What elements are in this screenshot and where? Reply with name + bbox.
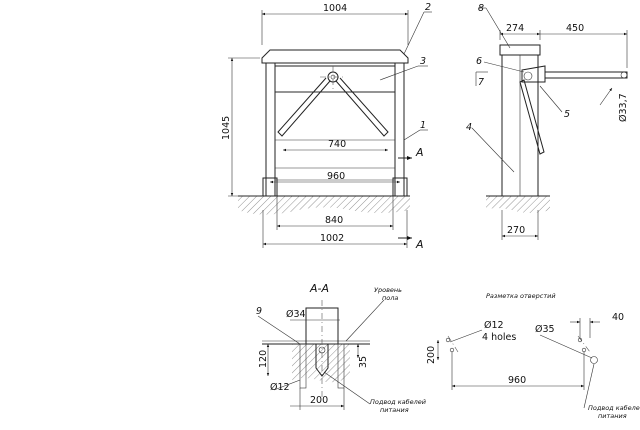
dim-40: 40 — [612, 312, 624, 323]
section-ground-hatch — [292, 344, 350, 383]
callout-3: 3 — [420, 56, 426, 67]
side-ground-hatch — [486, 196, 550, 213]
dim-dia-33-7: Ø33,7 — [618, 93, 629, 122]
dim-1002: 1002 — [320, 233, 344, 244]
dim-d12-section: Ø12 — [270, 382, 290, 393]
dim-4-holes: 4 holes — [482, 332, 516, 343]
dim-270: 270 — [507, 225, 525, 236]
dim-1004: 1004 — [323, 3, 347, 14]
dim-274: 274 — [506, 23, 524, 34]
left-post — [265, 62, 276, 197]
right-post — [394, 62, 405, 197]
callout-9: 9 — [256, 306, 262, 317]
dim-450: 450 — [566, 23, 584, 34]
section-mark-bottom: A — [415, 238, 424, 251]
callout-4: 4 — [466, 122, 472, 133]
callout-7: 7 — [478, 77, 484, 88]
section-aa: A-A 9 Ø34 120 Ø12 35 200 — [256, 282, 426, 414]
side-arm-down — [519, 79, 545, 155]
dim-200-layout: 200 — [426, 346, 437, 364]
dim-960: 960 — [327, 171, 345, 182]
front-ground-hatch — [238, 196, 410, 215]
callout-6: 6 — [476, 56, 482, 67]
note-floor-level-1: Уровень — [374, 286, 402, 294]
top-cover — [261, 49, 409, 64]
tripod-arm-left — [277, 77, 331, 137]
hole-layout: Разметка отверстий Ø12 4 holes Ø35 200 9… — [426, 292, 640, 420]
callout-1: 1 — [420, 120, 426, 131]
note-cable-section-1: Подвод кабелей — [370, 398, 426, 406]
dim-120: 120 — [258, 350, 269, 368]
section-aa-title: A-A — [309, 282, 329, 295]
dim-d34: Ø34 — [286, 309, 306, 320]
callout-5: 5 — [564, 109, 570, 120]
dim-d35: Ø35 — [535, 324, 555, 335]
callout-2: 2 — [425, 2, 431, 13]
front-view: 1004 1045 740 960 840 1002 2 3 1 — [221, 2, 432, 251]
note-cable-layout-2: питания — [598, 412, 627, 420]
section-mark-top: A — [415, 146, 424, 159]
tripod-arm-right — [335, 77, 389, 137]
callout-8: 8 — [478, 3, 484, 14]
upper-panel — [274, 65, 396, 93]
dim-740: 740 — [328, 139, 346, 150]
side-arm-horizontal — [544, 71, 628, 79]
dim-200-section: 200 — [310, 395, 328, 406]
hole-layout-title: Разметка отверстий — [486, 292, 556, 300]
dim-840: 840 — [325, 215, 343, 226]
side-view: 274 450 Ø33,7 270 8 6 7 5 4 — [466, 3, 629, 240]
dim-d12-layout: Ø12 — [484, 320, 504, 331]
dim-1045: 1045 — [221, 116, 232, 140]
dim-35: 35 — [358, 356, 369, 368]
note-floor-level-2: пола — [382, 294, 398, 302]
side-top-cap — [499, 44, 541, 56]
note-cable-layout-1: Подвод кабелей — [588, 404, 640, 412]
note-cable-section-2: питания — [380, 406, 409, 414]
dim-960-layout: 960 — [508, 375, 526, 386]
